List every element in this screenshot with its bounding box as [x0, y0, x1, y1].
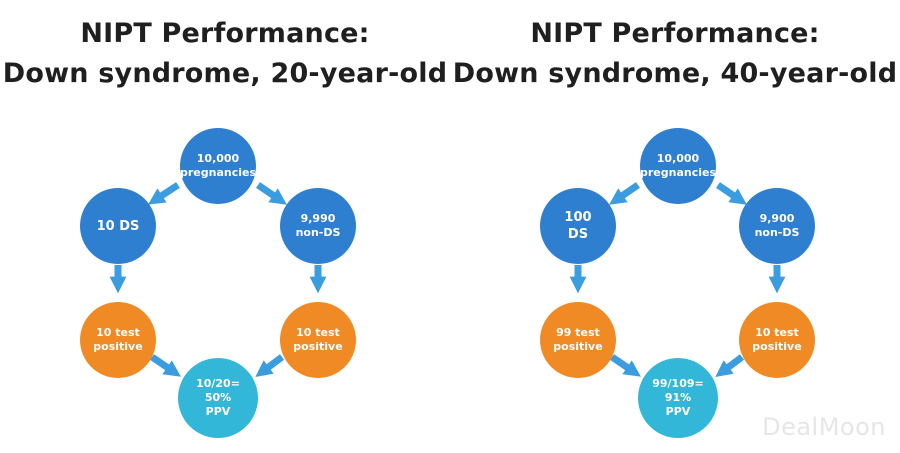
node-non-ds: 9,990 non-DS [280, 188, 356, 264]
arrow-lowleft-to-bottom [150, 354, 181, 377]
arrow-top-to-right [256, 182, 287, 205]
node-pregnancies: 10,000 pregnancies [640, 128, 716, 204]
title-line-2: Down syndrome, 40-year-old [452, 58, 898, 89]
arrow-top-to-right [716, 182, 747, 205]
node-non-ds: 9,900 non-DS [739, 188, 815, 264]
title-line-2: Down syndrome, 20-year-old [2, 58, 448, 89]
arrow-lowright-to-bottom [255, 354, 285, 378]
title-line-1: NIPT Performance: [80, 18, 370, 49]
title-line-1: NIPT Performance: [530, 18, 820, 49]
arrow-top-to-left [147, 182, 180, 205]
node-non-ds-test-positive: 10 test positive [280, 302, 356, 378]
node-ds: 10 DS [80, 188, 156, 264]
panel-title: NIPT Performance: Down syndrome, 20-year… [0, 14, 450, 94]
node-ppv: 99/109= 91% PPV [638, 358, 718, 438]
node-ppv: 10/20= 50% PPV [178, 358, 258, 438]
panel-20-year-old: NIPT Performance: Down syndrome, 20-year… [0, 14, 450, 438]
panel-title: NIPT Performance: Down syndrome, 40-year… [450, 14, 900, 94]
node-ds-test-positive: 99 test positive [540, 302, 616, 378]
node-non-ds-test-positive: 10 test positive [739, 302, 815, 378]
arrow-lowleft-to-bottom [610, 354, 641, 377]
flow-arrows [109, 182, 327, 378]
watermark-logo: DealMoon [762, 413, 886, 441]
arrow-top-to-left [609, 182, 640, 205]
node-pregnancies: 10,000 pregnancies [180, 128, 256, 204]
arrow-lowright-to-bottom [715, 354, 745, 378]
node-ds-test-positive: 10 test positive [80, 302, 156, 378]
node-ds: 100 DS [540, 188, 616, 264]
panel-40-year-old: NIPT Performance: Down syndrome, 40-year… [450, 0, 900, 453]
flow-arrows [569, 182, 786, 378]
